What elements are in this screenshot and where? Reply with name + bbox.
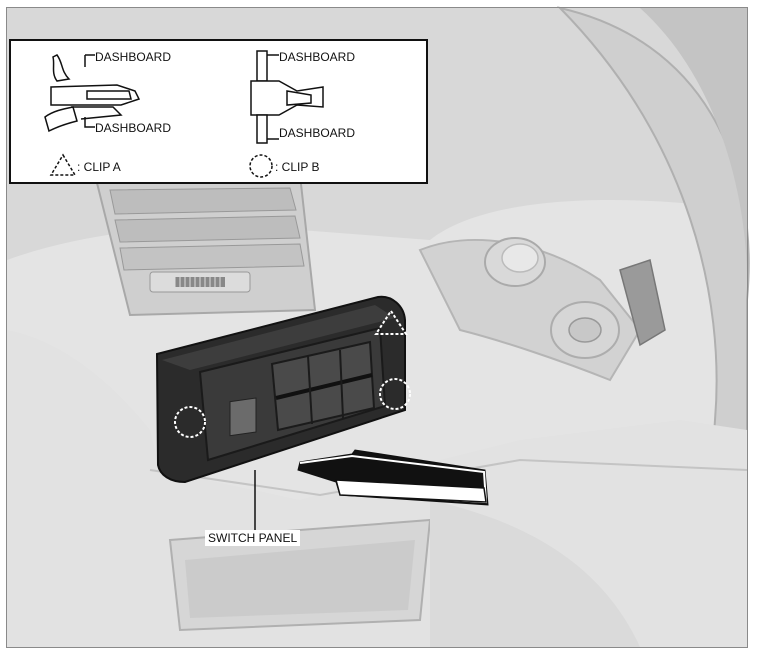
clip-detail-inset: DASHBOARD DASHBOARD DASHBOARD DASHBOARD … <box>9 39 428 184</box>
air-vent <box>93 174 317 317</box>
clip-b-bottom-label: DASHBOARD <box>279 126 356 140</box>
clip-a-top-label: DASHBOARD <box>95 50 172 64</box>
clip-a-legend-icon <box>49 153 77 176</box>
clip-b-cross-section <box>250 50 324 144</box>
clip-a-cross-section <box>44 54 141 133</box>
clip-a-marker <box>374 309 408 335</box>
switch-panel-label: SWITCH PANEL <box>205 530 301 546</box>
clip-b-top-label: DASHBOARD <box>279 50 356 64</box>
clip-b-legend-icon <box>249 154 273 178</box>
removal-direction-arrow <box>297 449 489 506</box>
clip-a-legend-label: : CLIP A <box>77 160 121 174</box>
clip-a-bottom-label: DASHBOARD <box>95 121 172 135</box>
clip-b-marker-right <box>379 378 411 410</box>
clip-b-legend-label: : CLIP B <box>275 160 320 174</box>
clip-b-marker-left <box>174 406 206 438</box>
switch-panel <box>155 295 406 484</box>
